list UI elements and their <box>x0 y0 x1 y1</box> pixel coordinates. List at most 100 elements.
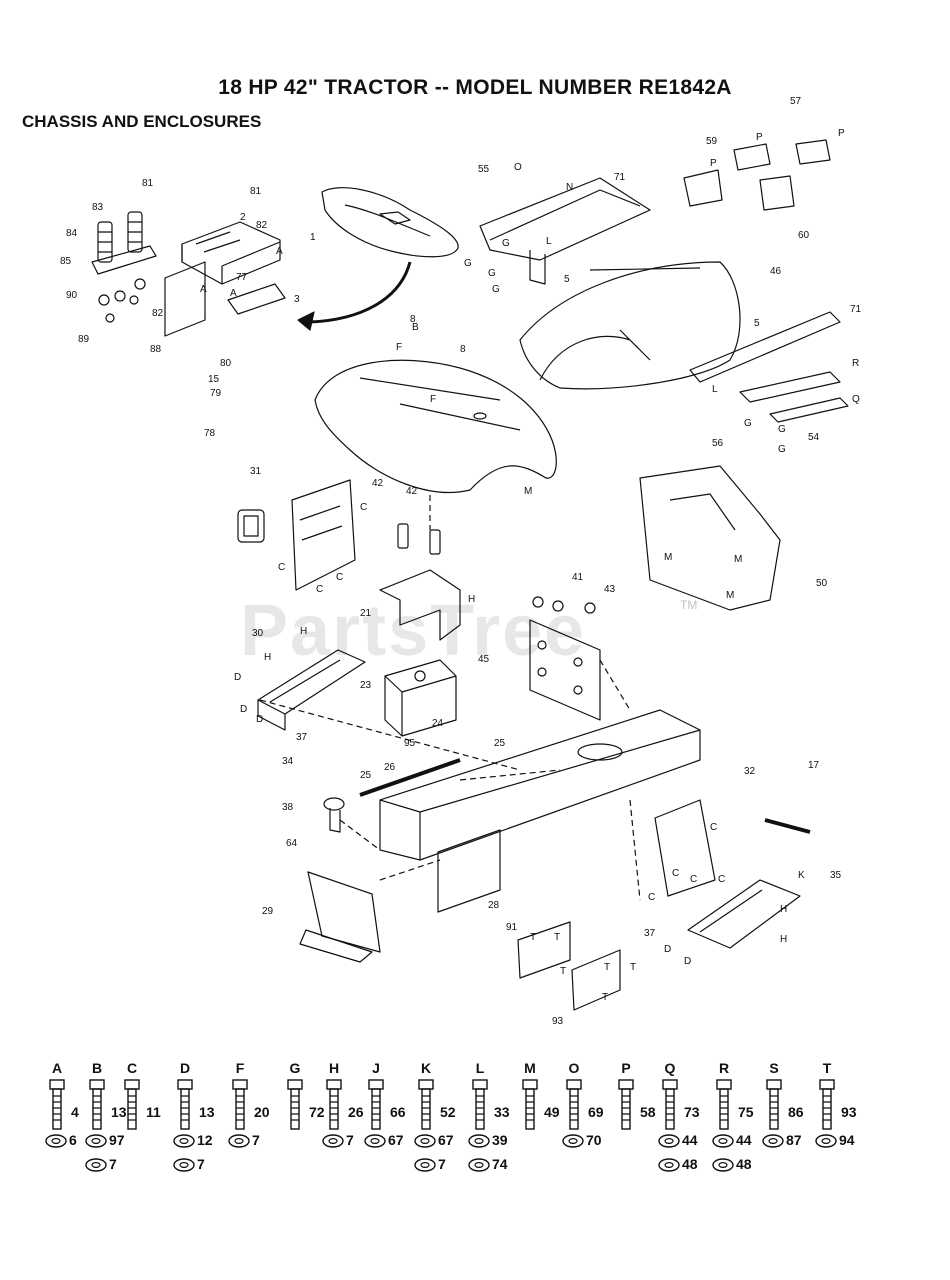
hardware-letter: A <box>51 1060 63 1076</box>
page-title: 18 HP 42" TRACTOR -- MODEL NUMBER RE1842… <box>218 76 732 99</box>
callout-number: 95 <box>404 738 416 749</box>
bolt-icon <box>287 1079 303 1130</box>
nut-icon <box>468 1158 490 1172</box>
callout-number: 37 <box>296 732 308 743</box>
callout-number: 50 <box>816 578 828 589</box>
hardware-letter-tag: C <box>336 572 343 583</box>
callout-number: 60 <box>798 230 810 241</box>
hardware-letter-tag: H <box>780 934 787 945</box>
bolt-icon <box>326 1079 342 1130</box>
hardware-letter-tag: M <box>726 590 734 601</box>
bolt-icon <box>766 1079 782 1130</box>
hardware-letter-tag: T <box>604 962 610 973</box>
callout-number: 77 <box>236 272 248 283</box>
washer-icon <box>712 1134 734 1148</box>
hardware-letter: L <box>475 1060 485 1076</box>
hardware-part-number: 87 <box>786 1132 802 1148</box>
callout-number: 84 <box>66 228 78 239</box>
hardware-letter-tag: F <box>396 342 402 353</box>
hardware-letter-tag: T <box>554 932 560 943</box>
hardware-part-number: 44 <box>682 1132 698 1148</box>
bolt-icon <box>716 1079 732 1130</box>
hardware-letter-tag: F <box>430 394 436 405</box>
hardware-part-number: 75 <box>738 1104 754 1120</box>
fender <box>519 261 741 390</box>
hardware-letter-tag: P <box>710 158 717 169</box>
hardware-part-number: 44 <box>736 1132 752 1148</box>
callout-number: 26 <box>384 762 396 773</box>
callout-number: 23 <box>360 680 372 691</box>
hardware-letter-tag: C <box>360 502 367 513</box>
callout-number: 37 <box>644 928 656 939</box>
callout-number: 25 <box>360 770 372 781</box>
hardware-letter-tag: T <box>530 932 536 943</box>
hardware-letter: O <box>568 1060 580 1076</box>
hood <box>314 359 557 494</box>
callout-number: 29 <box>262 906 274 917</box>
callout-number: 64 <box>286 838 298 849</box>
nut-icon <box>712 1158 734 1172</box>
callout-number: 80 <box>220 358 232 369</box>
hardware-part-number: 7 <box>346 1132 354 1148</box>
hardware-letter-tag: D <box>664 944 671 955</box>
hardware-letter: M <box>524 1060 536 1076</box>
hardware-letter-tag: T <box>630 962 636 973</box>
washer-icon <box>468 1134 490 1148</box>
bolt-icon <box>618 1079 634 1130</box>
hardware-part-number: 39 <box>492 1132 508 1148</box>
footrest-right <box>687 879 801 949</box>
washer-icon <box>85 1134 107 1148</box>
bolt-icon <box>522 1079 538 1130</box>
hardware-letter-tag: T <box>602 992 608 1003</box>
hardware-letter-tag: P <box>756 132 763 143</box>
hardware-letter-tag: R <box>852 358 859 369</box>
arrow <box>309 261 412 324</box>
front-apron <box>307 871 381 953</box>
washer-icon <box>414 1134 436 1148</box>
hardware-letter-tag: C <box>672 868 679 879</box>
bolt-icon <box>368 1079 384 1130</box>
callout-number: 24 <box>432 718 444 729</box>
hardware-letter: T <box>822 1060 832 1076</box>
hardware-part-number: 58 <box>640 1104 656 1120</box>
hardware-letter-tag: H <box>300 626 307 637</box>
hardware-part-number: 66 <box>390 1104 406 1120</box>
seat-part <box>321 187 459 258</box>
hardware-letter-tag: C <box>316 584 323 595</box>
hardware-letter-tag: M <box>524 486 532 497</box>
hardware-letter-tag: H <box>780 904 787 915</box>
hardware-part-number: 69 <box>588 1104 604 1120</box>
footrest-left <box>257 649 366 715</box>
nut-icon <box>85 1158 107 1172</box>
callout-number: 81 <box>250 186 262 197</box>
washer-icon <box>173 1134 195 1148</box>
callout-number: 41 <box>572 572 584 583</box>
hardware-letter: F <box>235 1060 245 1076</box>
rear-panel <box>529 619 601 721</box>
callout-number: 71 <box>614 172 626 183</box>
dash-panel <box>479 177 651 261</box>
hardware-part-number: 67 <box>388 1132 404 1148</box>
callout-number: 45 <box>478 654 490 665</box>
callout-number: 5 <box>754 318 760 329</box>
bolt-icon <box>232 1079 248 1130</box>
hardware-part-number: 33 <box>494 1104 510 1120</box>
callout-number: 46 <box>770 266 782 277</box>
nut-icon <box>815 1134 837 1148</box>
watermark: PartsTree <box>240 591 587 671</box>
hardware-letter: R <box>718 1060 730 1076</box>
hardware-letter: H <box>328 1060 340 1076</box>
nut-icon <box>173 1158 195 1172</box>
callout-number: 79 <box>210 388 222 399</box>
hardware-part-number: 7 <box>252 1132 260 1148</box>
hardware-letter-tag: C <box>278 562 285 573</box>
hardware-part-number: 7 <box>438 1156 446 1172</box>
callout-number: 59 <box>706 136 718 147</box>
hardware-letter-tag: A <box>276 246 283 257</box>
nut-icon <box>228 1134 250 1148</box>
hardware-letter-tag: L <box>546 236 552 247</box>
callout-number: 31 <box>250 466 262 477</box>
bolt-icon <box>49 1079 65 1130</box>
hardware-letter-tag: C <box>648 892 655 903</box>
